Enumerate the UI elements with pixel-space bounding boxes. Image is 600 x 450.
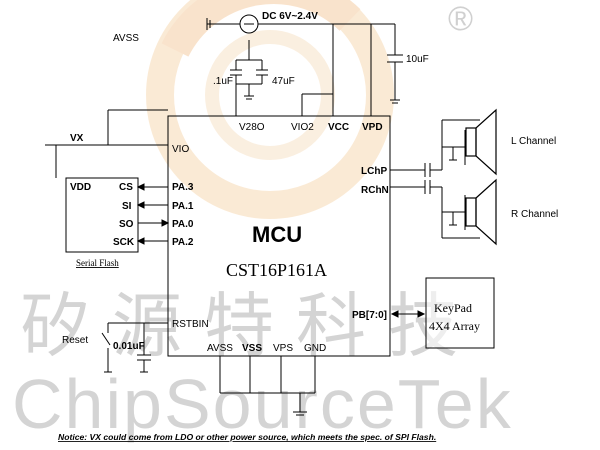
watermark-logo [146, 0, 394, 219]
registered-mark: ® [448, 0, 473, 38]
pin-vio: VIO [172, 144, 189, 155]
cap-47uf-label: 47uF [272, 76, 295, 87]
mcu-part-number: CST16P161A [226, 260, 327, 280]
mcu-box [167, 115, 391, 357]
watermark-english: ChipSourceTek [12, 365, 513, 443]
pin-rchn: RChN [361, 185, 389, 196]
ground-bus [219, 356, 316, 416]
reset-label: Reset [62, 335, 88, 346]
right-speaker-icon [465, 178, 497, 246]
audio-wiring [390, 119, 480, 239]
pin-rstbin: RSTBIN [172, 319, 209, 330]
dc-source-label: DC 6V~2.4V [262, 11, 318, 22]
left-speaker-icon [465, 108, 497, 176]
power-wiring [45, 18, 403, 146]
cap-01uf-label: .1uF [213, 76, 233, 87]
pin-pa2: PA.2 [172, 237, 194, 248]
pin-pa3: PA.3 [172, 182, 194, 193]
keypad-arrow [390, 310, 426, 318]
right-channel-label: R Channel [511, 209, 558, 220]
cap-10uf-label: 10uF [406, 54, 429, 65]
watermark-chinese: 矽源特科技 [20, 289, 480, 366]
pin-pb: PB[7:0] [352, 310, 387, 321]
flash-vdd: VDD [70, 182, 91, 193]
pin-vio2: VIO2 [291, 122, 314, 133]
keypad-box [425, 277, 495, 349]
pin-vpd: VPD [362, 122, 383, 133]
notice-text: Notice: VX could come from LDO or other … [58, 432, 436, 442]
reset-wiring [101, 322, 168, 373]
serial-flash-box [65, 177, 139, 253]
pin-gnd: GND [304, 343, 326, 354]
mcu-title: MCU [252, 222, 302, 247]
pin-v28o: V28O [239, 122, 265, 133]
avss-label: AVSS [113, 33, 139, 44]
pin-pa0: PA.0 [172, 219, 194, 230]
reset-cap-label: 0.01uF [113, 341, 145, 352]
vx-label: VX [70, 133, 84, 144]
flash-so: SO [119, 219, 134, 230]
flash-cs: CS [119, 182, 133, 193]
dc-source-icon [239, 14, 259, 34]
flash-si: SI [122, 201, 132, 212]
pin-pa1: PA.1 [172, 201, 194, 212]
pin-vss: VSS [242, 343, 262, 354]
left-channel-label: L Channel [511, 136, 556, 147]
pin-lchp: LChP [361, 166, 387, 177]
pin-vcc: VCC [328, 122, 349, 133]
pin-avss: AVSS [207, 343, 233, 354]
keypad-label: KeyPad [434, 301, 472, 315]
keypad-array-label: 4X4 Array [429, 319, 480, 333]
flash-sck: SCK [113, 237, 135, 248]
flash-caption: Serial Flash [76, 258, 119, 268]
pin-vps: VPS [273, 343, 293, 354]
spi-arrows [136, 183, 170, 245]
